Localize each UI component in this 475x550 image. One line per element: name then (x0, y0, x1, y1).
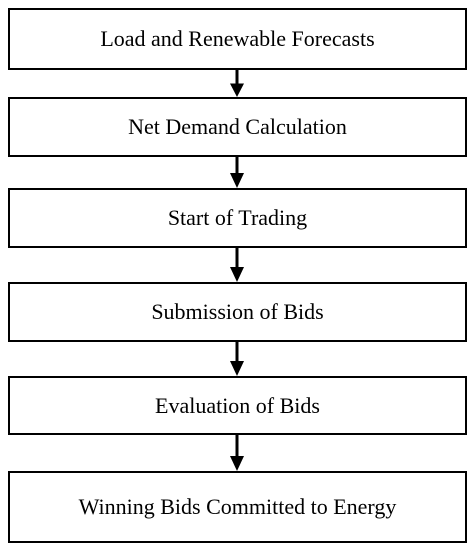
flow-arrow-down-icon (230, 70, 244, 97)
flow-step-label: Winning Bids Committed to Energy (78, 494, 397, 519)
flow-arrow-down-icon (230, 157, 244, 188)
arrow-head (230, 267, 244, 282)
flow-step-winning-bids-committed: Winning Bids Committed to Energy (8, 471, 467, 543)
flow-step-label: Net Demand Calculation (128, 114, 347, 139)
arrow-head (230, 361, 244, 376)
flow-step-label: Evaluation of Bids (155, 392, 320, 418)
flow-step-net-demand-calculation: Net Demand Calculation (8, 97, 467, 157)
flow-arrow-down-icon (230, 248, 244, 282)
flow-step-label: Submission of Bids (151, 299, 324, 324)
flow-step-evaluation-of-bids: Evaluation of Bids (8, 376, 467, 435)
flow-step-load-renewable-forecasts: Load and Renewable Forecasts (8, 8, 467, 70)
flow-step-start-of-trading: Start of Trading (8, 188, 467, 248)
flow-step-label: Start of Trading (167, 205, 308, 230)
flow-step-submission-of-bids: Submission of Bids (8, 282, 467, 342)
flow-step-label: Load and Renewable Forecasts (100, 26, 375, 51)
arrow-head (230, 173, 244, 188)
flow-arrow-down-icon (230, 342, 244, 376)
flow-arrow-down-icon (230, 435, 244, 471)
arrow-head (230, 456, 244, 471)
arrow-head (230, 83, 244, 97)
